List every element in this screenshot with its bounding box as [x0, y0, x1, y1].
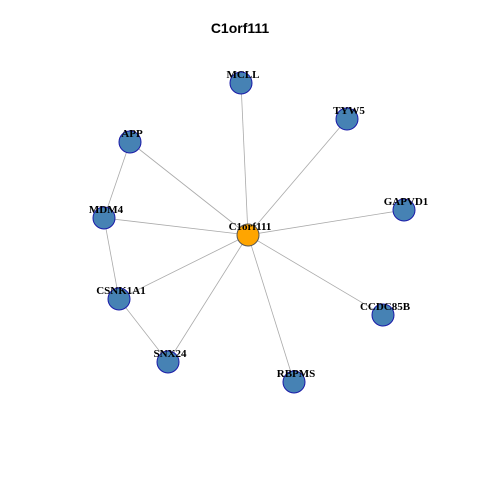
node-label-C1orf111: C1orf111	[229, 221, 272, 233]
node-label-GAPVD1: GAPVD1	[384, 196, 429, 208]
edge-MDM4-CSNK1A1	[103, 217, 120, 300]
node-label-RBPMS: RBPMS	[277, 368, 316, 380]
edge-C1orf111-MCLL	[240, 82, 249, 236]
node-APP	[118, 130, 142, 154]
node-label-CSNK1A1: CSNK1A1	[96, 285, 146, 297]
edge-layer	[103, 82, 405, 383]
graph-title: C1orf111	[210, 20, 270, 36]
node-layer	[92, 71, 416, 394]
node-label-APP: APP	[121, 128, 143, 140]
node-TYW5	[335, 107, 359, 131]
node-label-TYW5: TYW5	[333, 105, 365, 117]
node-label-MDM4: MDM4	[89, 204, 124, 216]
node-CCDC85B	[371, 303, 395, 327]
node-C1orf111	[236, 223, 260, 247]
edge-C1orf111-TYW5	[247, 118, 348, 236]
edge-C1orf111-MDM4	[103, 217, 249, 236]
edge-C1orf111-GAPVD1	[247, 209, 405, 236]
node-label-CCDC85B: CCDC85B	[360, 301, 411, 313]
node-MCLL	[229, 71, 253, 95]
edge-C1orf111-SNX24	[167, 234, 249, 363]
node-SNX24	[156, 350, 180, 374]
node-MDM4	[92, 206, 116, 230]
node-CSNK1A1	[107, 287, 131, 311]
edge-APP-MDM4	[103, 141, 131, 219]
edge-C1orf111-CSNK1A1	[118, 234, 249, 300]
node-RBPMS	[282, 370, 306, 394]
edge-C1orf111-RBPMS	[247, 234, 295, 383]
node-label-SNX24: SNX24	[153, 348, 187, 360]
edge-CSNK1A1-SNX24	[118, 298, 169, 363]
node-label-MCLL: MCLL	[227, 69, 260, 81]
edge-C1orf111-APP	[129, 141, 249, 236]
node-GAPVD1	[392, 198, 416, 222]
edge-C1orf111-CCDC85B	[247, 234, 384, 316]
